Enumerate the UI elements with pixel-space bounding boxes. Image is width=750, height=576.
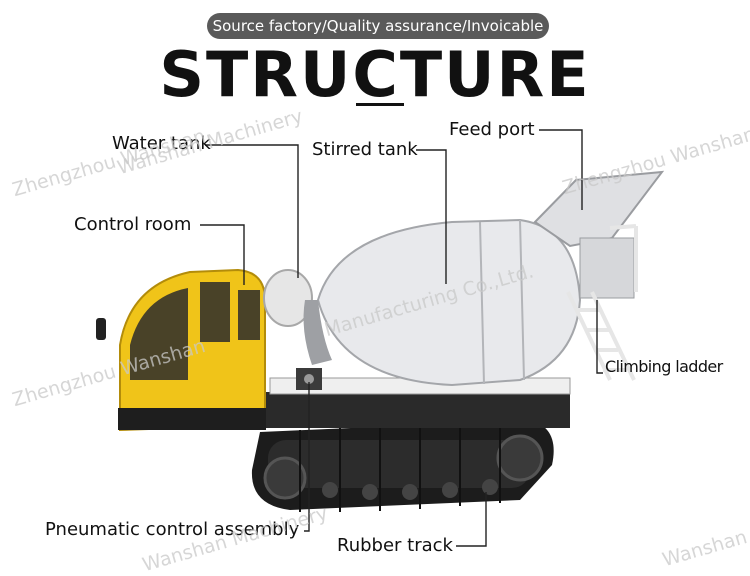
- feed-port-shape: [533, 170, 665, 299]
- label-rubber-track: Rubber track: [337, 535, 453, 556]
- leader-pneumatic: [304, 382, 310, 532]
- pneumatic-assembly-shape: [296, 368, 322, 390]
- label-stirred-tank: Stirred tank: [312, 139, 418, 160]
- leader-control-room: [200, 224, 245, 285]
- leader-stirred-tank: [416, 149, 447, 284]
- chassis-frame: [255, 377, 571, 428]
- banner: Source factory/Quality assurance/Invoica…: [207, 13, 549, 39]
- leader-rubber-track: [456, 492, 487, 547]
- water-tank-shape: [263, 269, 313, 327]
- leader-climbing-ladder: [596, 300, 603, 374]
- leader-feed-port: [539, 129, 583, 210]
- leader-water-tank: [205, 144, 299, 278]
- stirred-tank-shape: [303, 218, 582, 387]
- label-pneumatic-control-assembly: Pneumatic control assembly: [45, 519, 300, 540]
- label-climbing-ladder: Climbing ladder: [605, 357, 723, 376]
- label-water-tank: Water tank: [112, 133, 211, 154]
- label-control-room: Control room: [74, 214, 192, 235]
- title-underline: [356, 103, 404, 106]
- label-feed-port: Feed port: [449, 119, 535, 140]
- page-title: STRUCTURE: [159, 38, 591, 111]
- climbing-ladder-shape: [566, 224, 638, 381]
- product-structure-poster: Source factory/Quality assurance/Invoica…: [10, 13, 750, 576]
- mixer-truck-illustration: [96, 129, 665, 547]
- rubber-track-shape: [251, 420, 554, 512]
- leader-lines: [200, 129, 603, 547]
- control-cab-shape: [96, 268, 266, 432]
